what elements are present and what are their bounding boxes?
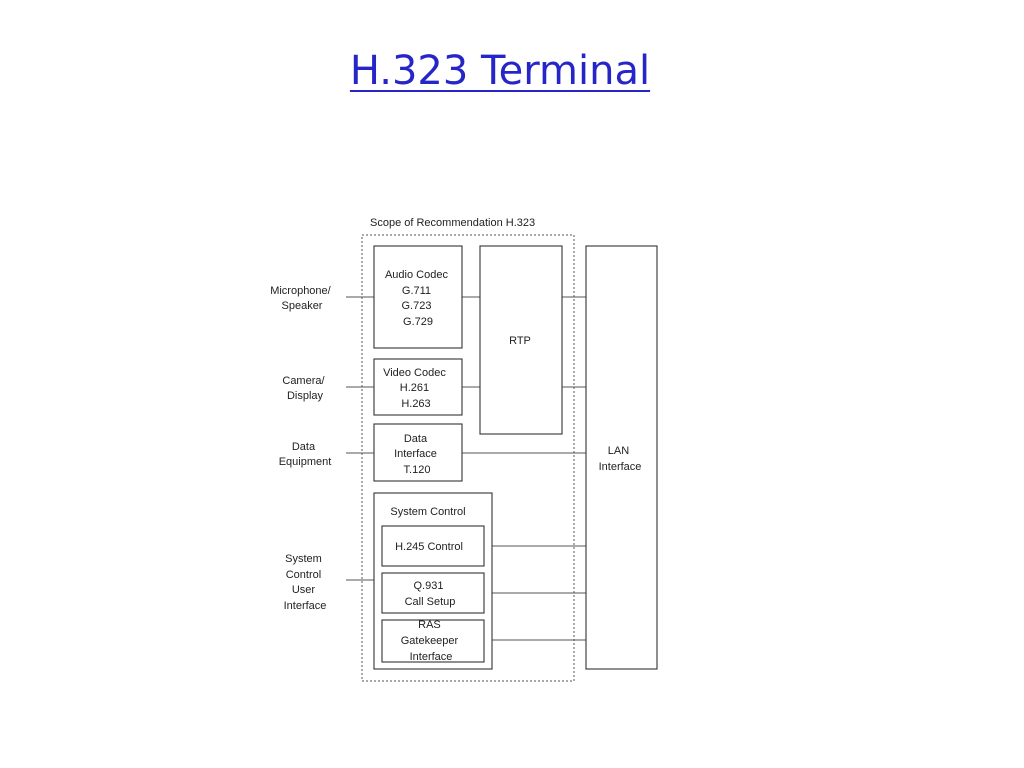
q931-call-setup-label: Q.931 Call Setup bbox=[405, 580, 456, 608]
rtp-label: RTP bbox=[509, 335, 531, 347]
audio-codec-label: Audio Codec G.711 G.723 G.729 bbox=[385, 269, 451, 328]
connection-lines bbox=[346, 296, 586, 641]
external-labels: Microphone/ Speaker Camera/ Display Data… bbox=[270, 285, 334, 612]
h245-control-block: H.245 Control bbox=[381, 525, 485, 567]
scope-label: Scope of Recommendation H.323 bbox=[370, 217, 535, 229]
data-interface-label: Data Interface T.120 bbox=[394, 433, 440, 476]
data-equipment-label: Data Equipment bbox=[279, 441, 332, 468]
q931-call-setup-block: Q.931 Call Setup bbox=[381, 572, 485, 614]
ras-gatekeeper-label: RAS Gatekeeper Interface bbox=[401, 619, 462, 663]
ras-gatekeeper-block: RAS Gatekeeper Interface bbox=[381, 619, 485, 663]
video-codec-label: Video Codec H.261 H.263 bbox=[383, 367, 449, 410]
camera-display-label: Camera/ Display bbox=[282, 375, 327, 402]
h245-control-label: H.245 Control bbox=[395, 541, 463, 553]
system-control-block: System Control H.245 Control Q.931 Call … bbox=[373, 492, 493, 670]
data-interface-block: Data Interface T.120 bbox=[373, 423, 463, 482]
scope-boundary bbox=[361, 234, 575, 682]
lan-interface-block: LAN Interface bbox=[585, 245, 658, 670]
mic-speaker-label: Microphone/ Speaker bbox=[270, 285, 334, 312]
lan-interface-label: LAN Interface bbox=[599, 445, 642, 473]
system-control-label: System Control bbox=[390, 506, 465, 518]
rtp-block: RTP bbox=[479, 245, 563, 435]
system-control-user-interface-label: System Control User Interface bbox=[284, 553, 327, 612]
audio-codec-block: Audio Codec G.711 G.723 G.729 bbox=[373, 245, 463, 349]
slide-title: H.323 Terminal bbox=[349, 48, 651, 94]
video-codec-block: Video Codec H.261 H.263 bbox=[373, 358, 463, 416]
